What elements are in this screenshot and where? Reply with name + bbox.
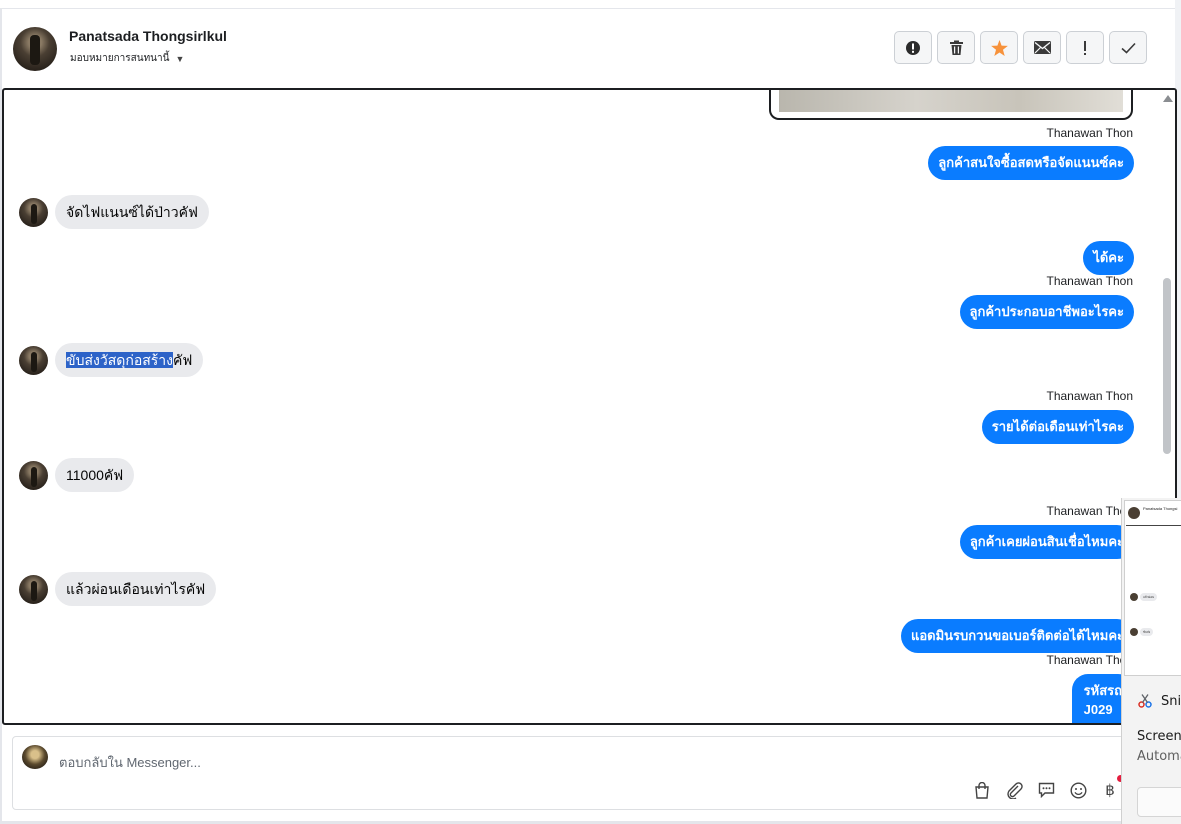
envelope-icon xyxy=(1033,41,1051,54)
baht-icon: ฿ xyxy=(1105,782,1115,799)
thumbnail-bubble: ขับส่ง xyxy=(1140,628,1154,636)
emoji-button[interactable] xyxy=(1069,781,1087,799)
message-incoming-row: 11000คัฟ xyxy=(19,458,135,492)
saved-replies-button[interactable] xyxy=(1037,781,1055,799)
thumbnail-title: Panatsada Thongsi xyxy=(1143,506,1178,511)
message-outgoing[interactable]: ลูกค้าประกอบอาชีพอะไรคะ xyxy=(959,295,1134,329)
assign-label: มอบหมายการสนทนานี้ xyxy=(70,53,170,64)
message-outgoing[interactable]: ได้คะ xyxy=(1083,241,1134,275)
thumbnail-avatar-small xyxy=(1130,593,1138,601)
snip-thumbnail[interactable]: Panatsada Thongsi แล้วผ่อน ขับส่ง xyxy=(1124,500,1181,676)
selected-text: ขับส่งวัสดุก่อสร้าง xyxy=(66,352,173,368)
message-thread[interactable]: Thanawan Thon ลูกค้าสนใจซื้อสดหรือจัดแนน… xyxy=(2,88,1177,725)
snip-action-button[interactable] xyxy=(1137,787,1181,817)
emoji-icon xyxy=(1069,781,1087,799)
reply-composer: ตอบกลับใน Messenger... ฿ xyxy=(12,736,1126,810)
star-icon xyxy=(990,39,1008,56)
thumbnail-avatar xyxy=(1128,507,1140,519)
conversation-header: Panatsada Thongsirlkul มอบหมายการสนทนานี… xyxy=(2,9,1175,87)
alert-circle-icon xyxy=(906,40,920,55)
payment-button[interactable]: ฿ xyxy=(1101,781,1119,799)
thumbnail-divider xyxy=(1126,525,1181,526)
bottom-divider xyxy=(0,821,1121,824)
mark-unread-button[interactable] xyxy=(1023,31,1061,64)
action-toolbar xyxy=(894,31,1147,64)
contact-avatar-small xyxy=(19,345,48,375)
snip-message-body: Automa xyxy=(1137,749,1181,764)
message-outgoing[interactable]: รายได้ต่อเดือนเท่าไรคะ xyxy=(981,410,1134,444)
top-divider xyxy=(0,8,1176,9)
message-outgoing[interactable]: แอดมินรบกวนขอเบอร์ติดต่อได้ไหมคะ xyxy=(900,619,1134,653)
thumbnail-bubble: แล้วผ่อน xyxy=(1140,593,1158,601)
contact-name[interactable]: Panatsada Thongsirlkul xyxy=(69,28,227,44)
spam-button[interactable] xyxy=(894,31,932,64)
contact-avatar-small xyxy=(19,460,48,490)
scroll-up-arrow[interactable] xyxy=(1163,95,1173,102)
contact-avatar-small xyxy=(19,197,48,227)
star-button[interactable] xyxy=(980,31,1018,64)
message-text-rest: คัฟ xyxy=(172,352,193,368)
bag-icon xyxy=(975,781,989,799)
sender-label: Thanawan Thon xyxy=(1046,504,1133,518)
snip-app-name: Snip xyxy=(1161,694,1181,709)
quick-reply-icon xyxy=(1038,782,1054,798)
composer-tools: ฿ xyxy=(973,781,1119,799)
trash-icon xyxy=(949,40,963,55)
delete-button[interactable] xyxy=(937,31,975,64)
important-button[interactable] xyxy=(1066,31,1104,64)
sender-label: Thanawan Thon xyxy=(1046,274,1133,288)
exclamation-icon xyxy=(1084,40,1086,55)
snip-notification[interactable]: Panatsada Thongsi แล้วผ่อน ขับส่ง Snip S… xyxy=(1121,498,1181,824)
message-outgoing[interactable]: ลูกค้าสนใจซื้อสดหรือจัดแนนซ์คะ xyxy=(928,146,1134,180)
assign-conversation-dropdown[interactable]: มอบหมายการสนทนานี้ ▼ xyxy=(70,51,184,66)
image-attachment-content xyxy=(779,90,1123,112)
scrollbar-thumb[interactable] xyxy=(1163,278,1171,454)
message-incoming[interactable]: จัดไฟแนนซ์ได้ป่าวคัฟ xyxy=(55,195,209,229)
done-button[interactable] xyxy=(1109,31,1147,64)
message-incoming[interactable]: ขับส่งวัสดุก่อสร้างคัฟ xyxy=(55,343,204,377)
contact-avatar[interactable] xyxy=(13,27,57,71)
reply-input[interactable]: ตอบกลับใน Messenger... xyxy=(59,755,201,770)
attach-button[interactable] xyxy=(1005,781,1023,799)
message-incoming-row: จัดไฟแนนซ์ได้ป่าวคัฟ xyxy=(19,195,209,229)
shop-button[interactable] xyxy=(973,781,991,799)
sender-label: Thanawan Thon xyxy=(1046,389,1133,403)
snipping-tool-icon xyxy=(1138,694,1152,708)
check-icon xyxy=(1120,42,1136,54)
thumbnail-avatar-small xyxy=(1130,628,1138,636)
paperclip-icon xyxy=(1006,781,1023,799)
message-incoming-row: แล้วผ่อนเดือนเท่าไรคัฟ xyxy=(19,572,217,606)
image-attachment[interactable] xyxy=(769,90,1133,120)
left-divider xyxy=(0,8,2,824)
message-outgoing[interactable]: ลูกค้าเคยผ่อนสินเชื่อไหมคะ xyxy=(959,525,1134,559)
message-incoming[interactable]: 11000คัฟ xyxy=(55,458,135,492)
message-incoming[interactable]: แล้วผ่อนเดือนเท่าไรคัฟ xyxy=(55,572,217,606)
sender-label: Thanawan Thon xyxy=(1046,653,1133,667)
caret-down-icon: ▼ xyxy=(175,53,185,64)
right-gutter xyxy=(1175,0,1181,498)
contact-avatar-small xyxy=(19,574,48,604)
sender-label: Thanawan Thon xyxy=(1046,126,1133,140)
page-avatar xyxy=(22,745,48,769)
notification-dot xyxy=(1117,775,1124,782)
snip-message-title: Screens xyxy=(1137,729,1181,744)
message-incoming-row: ขับส่งวัสดุก่อสร้างคัฟ xyxy=(19,343,204,377)
